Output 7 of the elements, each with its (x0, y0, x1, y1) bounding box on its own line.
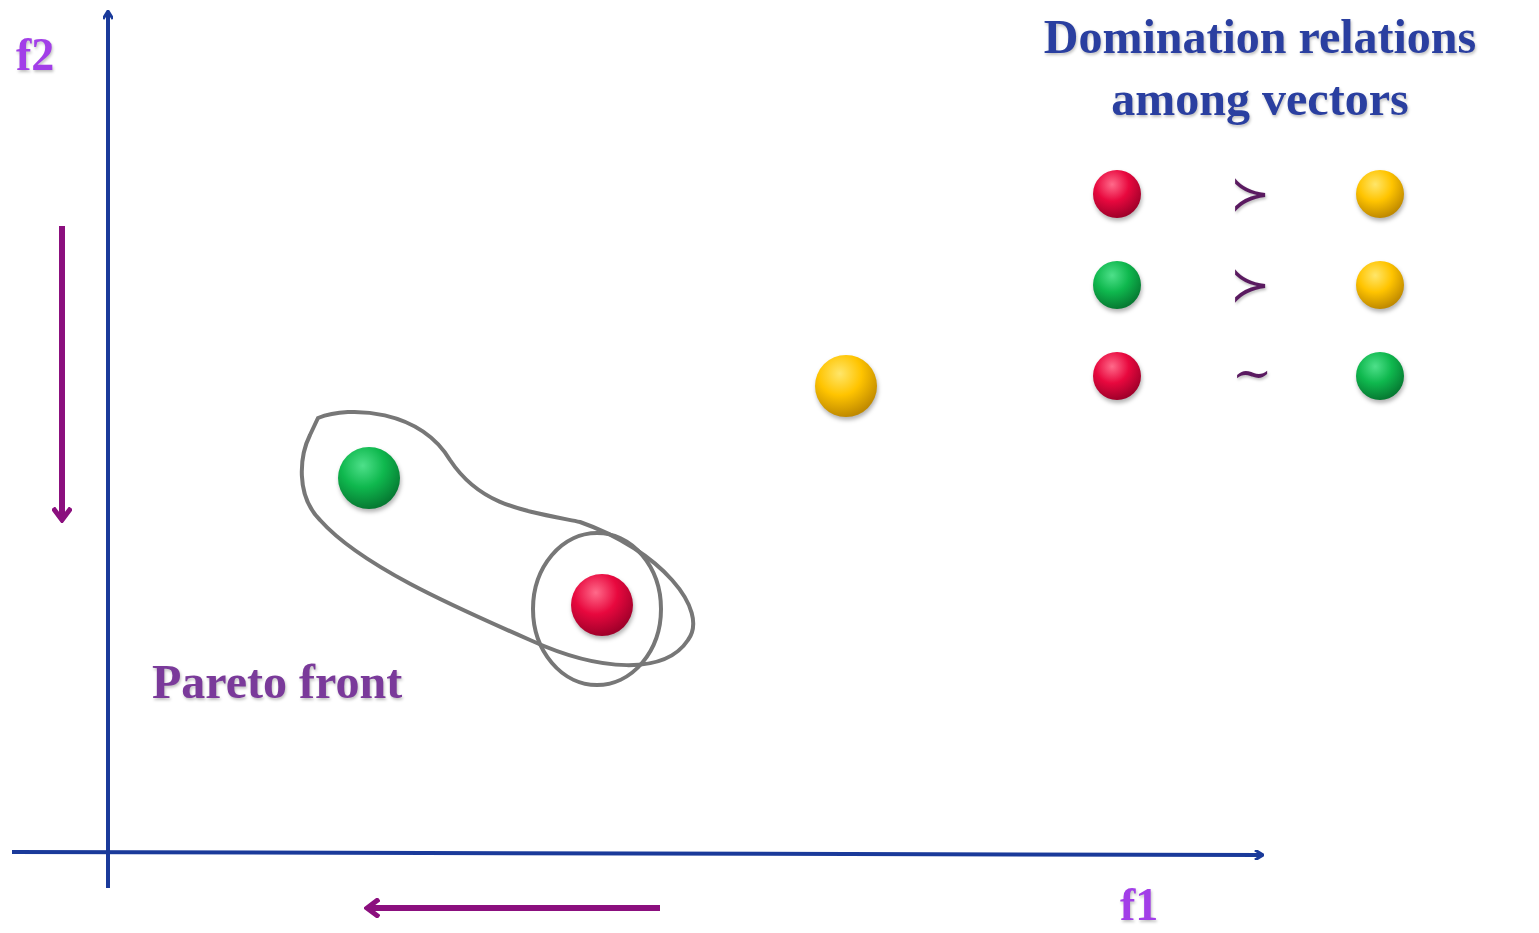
relation-symbol: ~ (1232, 345, 1273, 401)
axis-label: f2 (16, 28, 55, 81)
axis-label: f1 (1120, 878, 1159, 931)
relation-symbol: ≻ (1230, 256, 1270, 312)
title: Domination relations among vectors (1042, 9, 1478, 127)
curve-label: Pareto front (152, 654, 403, 709)
relation-symbol: ≻ (1230, 165, 1270, 221)
